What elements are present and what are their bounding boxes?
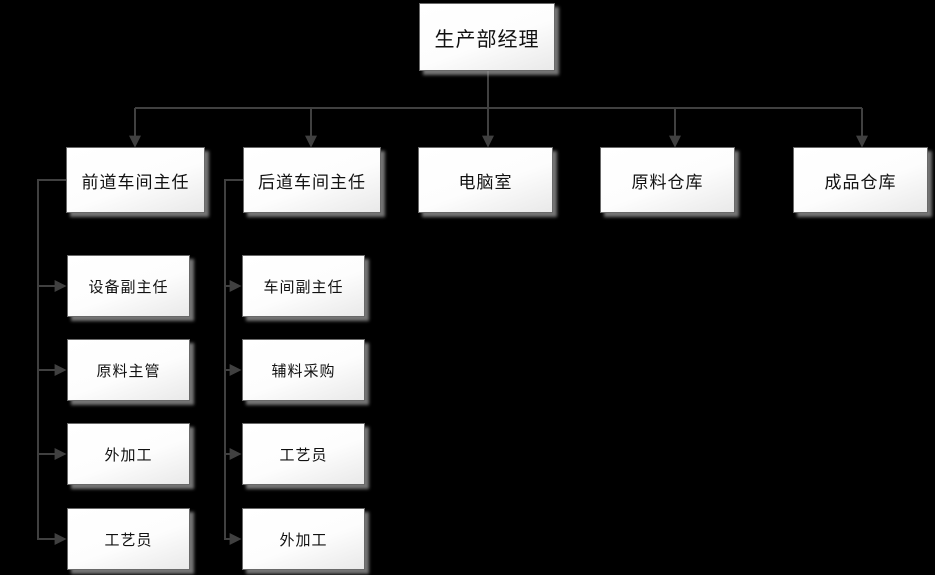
org-node-back-workshop-director: 后道车间主任	[243, 147, 381, 213]
org-node-computer-room: 电脑室	[418, 147, 553, 213]
org-node-equipment-deputy-director: 设备副主任	[67, 255, 190, 317]
org-node-raw-material-supervisor: 原料主管	[67, 339, 190, 401]
org-node-auxiliary-material-purchasing: 辅料采购	[242, 339, 365, 401]
org-node-back-process-technician: 工艺员	[242, 423, 365, 485]
back-children-bracket	[224, 179, 243, 545]
org-node-front-outsourcing: 外加工	[67, 423, 190, 485]
org-node-front-process-technician: 工艺员	[67, 508, 190, 570]
org-node-raw-material-warehouse: 原料仓库	[600, 147, 735, 213]
org-node-root: 生产部经理	[419, 3, 555, 71]
front-children-bracket	[37, 179, 67, 545]
root-rail-connector	[129, 71, 868, 148]
org-node-front-workshop-director: 前道车间主任	[66, 147, 205, 213]
org-node-back-outsourcing: 外加工	[242, 508, 365, 570]
org-node-finished-goods-warehouse: 成品仓库	[793, 147, 928, 213]
org-node-workshop-deputy-director: 车间副主任	[242, 255, 365, 317]
